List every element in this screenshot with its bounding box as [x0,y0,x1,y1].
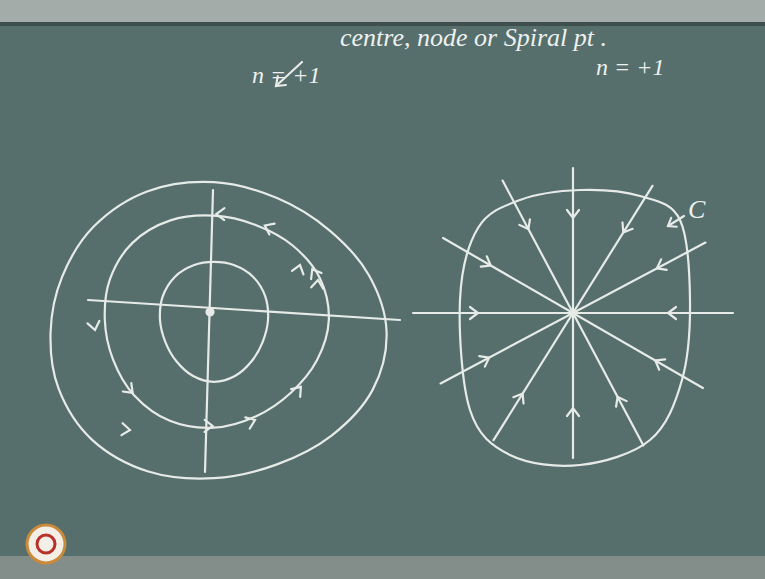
index-label: n = +1 [596,54,664,80]
flow-arrow [668,307,676,319]
flow-arrow [622,222,632,232]
annotation: centre, node or Spiral pt . [340,24,607,53]
flow-arrow [88,321,100,330]
x-axis [88,300,400,320]
phase-portraits [50,62,733,479]
closed-orbit [105,215,329,427]
flow-arrow [311,269,321,279]
index-label: n = +1 [252,62,320,88]
logo [27,525,65,563]
curve-c [460,190,690,466]
leader-arrow [668,218,677,227]
board-frame [0,0,765,22]
flow-arrow [567,408,579,416]
y-axis [205,190,213,472]
flow-arrow [265,224,275,235]
flow-arrow [519,219,530,229]
flow-arrow [216,208,224,220]
flow-arrow [513,394,523,404]
flow-arrow [470,307,478,319]
closed-orbit [50,182,386,479]
flow-arrow [205,420,213,432]
flow-arrow [657,259,667,270]
trajectory [443,238,703,388]
closed-orbit [160,262,268,382]
curve-label: C [688,196,705,225]
flow-arrow [245,417,255,428]
flow-arrow [292,265,303,274]
logo-core [37,535,55,553]
critical-point [207,309,214,316]
flow-arrow [616,397,627,407]
leader-line [668,216,684,226]
flow-arrow [481,256,491,266]
board-ledge [0,556,765,579]
flow-arrow [479,356,489,367]
flow-arrow [655,359,665,369]
flow-arrow [291,387,301,397]
flow-arrow [121,423,130,435]
logo-ring [27,525,65,563]
flow-arrow [123,383,133,393]
flow-arrow [567,210,579,218]
flow-arrow [311,280,323,289]
